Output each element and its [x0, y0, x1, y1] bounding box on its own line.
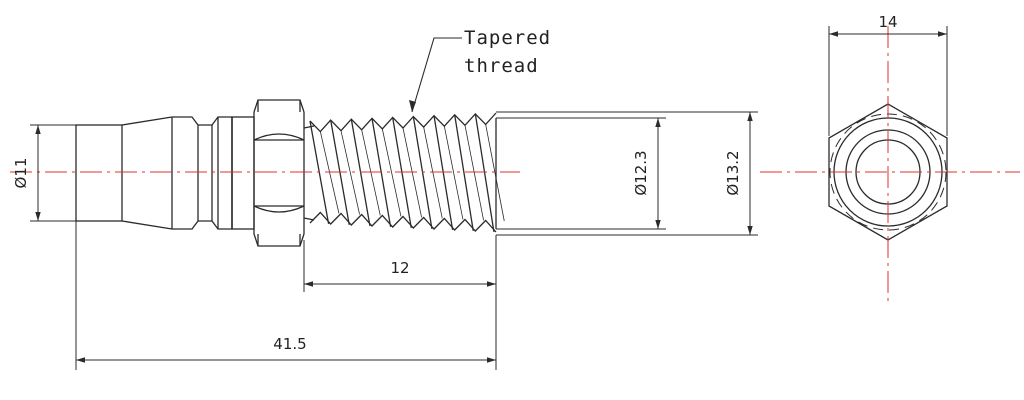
dim-hex-width: 14 [829, 13, 947, 37]
thread-crest-line [392, 117, 412, 229]
thread-crest-line [412, 116, 433, 230]
body-section [172, 116, 255, 230]
tapered-thread [303, 112, 505, 233]
thread-crest-line [433, 115, 454, 231]
dim-left-diameter: Ø11 [12, 125, 41, 221]
thread-root-line [464, 125, 484, 221]
overall-length-label: 41.5 [273, 335, 306, 353]
thread-root-line [340, 130, 360, 215]
thread-root-line [361, 129, 381, 216]
minor-diameter-label: Ø12.3 [632, 150, 650, 195]
thread-crest-line [454, 114, 474, 232]
dim-thread-length: 12 [304, 259, 496, 287]
annotation-line-1: Tapered [464, 27, 551, 49]
thread-root-line [381, 128, 402, 217]
thread-crest-line [474, 113, 495, 233]
thread-bottom-profile [309, 211, 497, 233]
dim-overall-length: 41.5 [76, 335, 496, 363]
left-diameter-label: Ø11 [12, 158, 30, 189]
dim-major-diameter: Ø13.2 [724, 112, 753, 235]
thread-crest-line [371, 118, 392, 228]
hex-nut-side [253, 99, 305, 247]
thread-root-line [423, 127, 443, 219]
major-diameter-label: Ø13.2 [724, 150, 742, 195]
tube-end [75, 116, 173, 230]
thread-root-line [485, 124, 505, 222]
thread-length-label: 12 [390, 259, 409, 277]
annotation-line-2: thread [464, 55, 539, 77]
side-view [30, 99, 758, 370]
thread-root-line [402, 127, 422, 218]
thread-annotation: Tapered thread [409, 27, 551, 113]
thread-crest-line [330, 119, 350, 226]
dim-minor-diameter: Ø12.3 [632, 118, 661, 229]
thread-crest-line [350, 119, 371, 227]
thread-root-line [443, 126, 464, 220]
hex-width-label: 14 [878, 13, 897, 31]
